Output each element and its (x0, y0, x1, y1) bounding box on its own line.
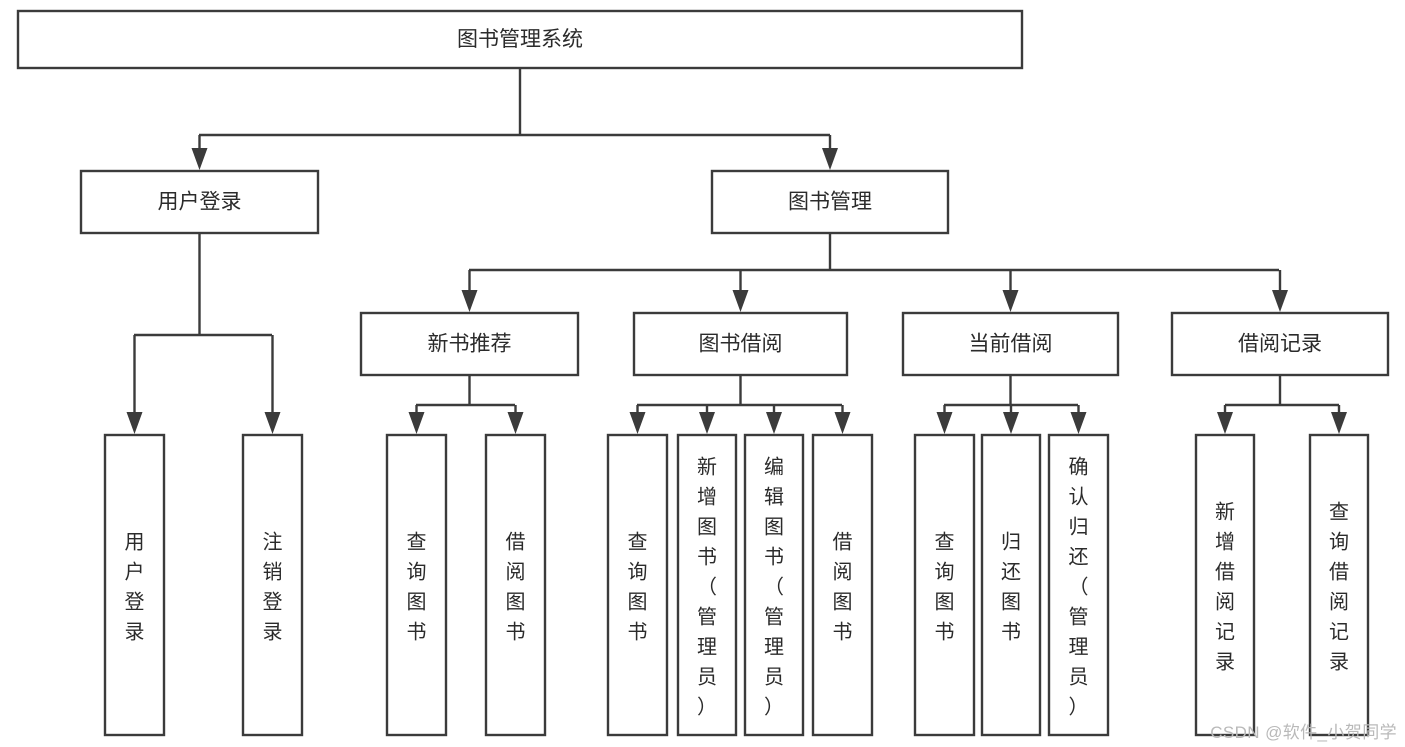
arrow-head-leaf-newbook-query (408, 412, 425, 434)
node-label-leaf-newbook-borrow: 借阅图书 (506, 530, 526, 643)
node-current[interactable]: 当前借阅 (901, 311, 1120, 377)
node-label-leaf-borrow-lend: 借阅图书 (833, 530, 853, 643)
node-leaf-user-logout[interactable]: 注销登录 (241, 433, 304, 737)
node-box-leaf-record-query[interactable] (1308, 433, 1370, 737)
node-label-leaf-record-add: 新增借阅记录 (1215, 500, 1235, 673)
node-leaf-borrow-add[interactable]: 新增图书（管理员） (676, 433, 738, 737)
node-box-leaf-current-confirm[interactable] (1047, 433, 1110, 737)
arrow-head-leaf-borrow-add (699, 412, 715, 434)
arrow-head-leaf-borrow-edit (766, 412, 782, 434)
node-box-leaf-user-logout[interactable] (241, 433, 304, 737)
node-label-leaf-record-query: 查询借阅记录 (1329, 500, 1349, 673)
node-leaf-user-login[interactable]: 用户登录 (103, 433, 166, 737)
node-label-newbook: 新书推荐 (428, 333, 512, 356)
node-leaf-current-query[interactable]: 查询图书 (913, 433, 976, 737)
node-box-newbook[interactable] (359, 311, 580, 377)
node-box-borrow[interactable] (632, 311, 849, 377)
node-leaf-borrow-edit[interactable]: 编辑图书（管理员） (743, 433, 805, 737)
node-bookmgmt[interactable]: 图书管理 (710, 169, 950, 235)
node-label-leaf-user-logout: 注销登录 (263, 530, 283, 643)
edges-layer (126, 68, 1347, 434)
node-box-leaf-borrow-edit[interactable] (743, 433, 805, 737)
node-label-root: 图书管理系统 (457, 28, 583, 51)
node-label-record: 借阅记录 (1238, 333, 1322, 356)
arrow-head-leaf-current-confirm (1070, 412, 1087, 434)
arrow-head-newbook (461, 290, 478, 312)
arrow-head-leaf-user-login (126, 412, 143, 434)
node-record[interactable]: 借阅记录 (1170, 311, 1390, 377)
arrow-head-leaf-current-return (1003, 412, 1019, 434)
node-leaf-record-add[interactable]: 新增借阅记录 (1194, 433, 1256, 737)
node-label-bookmgmt: 图书管理 (788, 191, 872, 214)
arrow-head-leaf-record-query (1331, 412, 1347, 434)
node-box-leaf-newbook-borrow[interactable] (484, 433, 547, 737)
node-label-leaf-borrow-add: 新增图书（管理员） (697, 455, 717, 718)
node-label-leaf-borrow-query: 查询图书 (628, 530, 648, 643)
node-box-leaf-user-login[interactable] (103, 433, 166, 737)
arrow-head-leaf-record-add (1217, 412, 1233, 434)
arrow-head-record (1272, 290, 1288, 312)
node-box-leaf-record-add[interactable] (1194, 433, 1256, 737)
arrow-head-borrow (732, 290, 749, 312)
node-label-leaf-current-return: 归还图书 (1001, 530, 1021, 643)
arrow-head-login (191, 148, 208, 170)
node-box-root[interactable] (16, 9, 1024, 70)
node-leaf-record-query[interactable]: 查询借阅记录 (1308, 433, 1370, 737)
node-label-leaf-user-login: 用户登录 (125, 531, 145, 643)
node-box-login[interactable] (79, 169, 320, 235)
node-box-current[interactable] (901, 311, 1120, 377)
node-box-bookmgmt[interactable] (710, 169, 950, 235)
nodes-layer: 图书管理系统用户登录图书管理新书推荐图书借阅当前借阅借阅记录用户登录注销登录查询… (16, 9, 1390, 737)
node-label-leaf-borrow-edit: 编辑图书（管理员） (764, 455, 784, 718)
node-login[interactable]: 用户登录 (79, 169, 320, 235)
node-box-leaf-current-return[interactable] (980, 433, 1042, 737)
node-label-leaf-current-confirm: 确认归还（管理员） (1069, 455, 1089, 718)
node-label-leaf-newbook-query: 查询图书 (407, 530, 427, 643)
node-label-borrow: 图书借阅 (699, 333, 783, 356)
node-root[interactable]: 图书管理系统 (16, 9, 1024, 70)
node-leaf-current-confirm[interactable]: 确认归还（管理员） (1047, 433, 1110, 737)
node-newbook[interactable]: 新书推荐 (359, 311, 580, 377)
node-leaf-newbook-query[interactable]: 查询图书 (385, 433, 448, 737)
node-label-leaf-current-query: 查询图书 (935, 530, 955, 643)
node-box-leaf-borrow-query[interactable] (606, 433, 669, 737)
node-leaf-borrow-query[interactable]: 查询图书 (606, 433, 669, 737)
arrow-head-bookmgmt (822, 148, 838, 170)
node-leaf-current-return[interactable]: 归还图书 (980, 433, 1042, 737)
node-label-current: 当前借阅 (969, 333, 1053, 356)
node-box-record[interactable] (1170, 311, 1390, 377)
node-borrow[interactable]: 图书借阅 (632, 311, 849, 377)
arrow-head-leaf-borrow-query (629, 412, 646, 434)
node-leaf-newbook-borrow[interactable]: 借阅图书 (484, 433, 547, 737)
node-label-login: 用户登录 (158, 191, 242, 214)
node-box-leaf-current-query[interactable] (913, 433, 976, 737)
arrow-head-leaf-borrow-lend (834, 412, 851, 434)
node-box-leaf-newbook-query[interactable] (385, 433, 448, 737)
arrow-head-current (1002, 290, 1019, 312)
node-leaf-borrow-lend[interactable]: 借阅图书 (811, 433, 874, 737)
node-box-leaf-borrow-add[interactable] (676, 433, 738, 737)
node-box-leaf-borrow-lend[interactable] (811, 433, 874, 737)
arrow-head-leaf-user-logout (264, 412, 281, 434)
arrow-head-leaf-newbook-borrow (507, 412, 524, 434)
arrow-head-leaf-current-query (936, 412, 953, 434)
